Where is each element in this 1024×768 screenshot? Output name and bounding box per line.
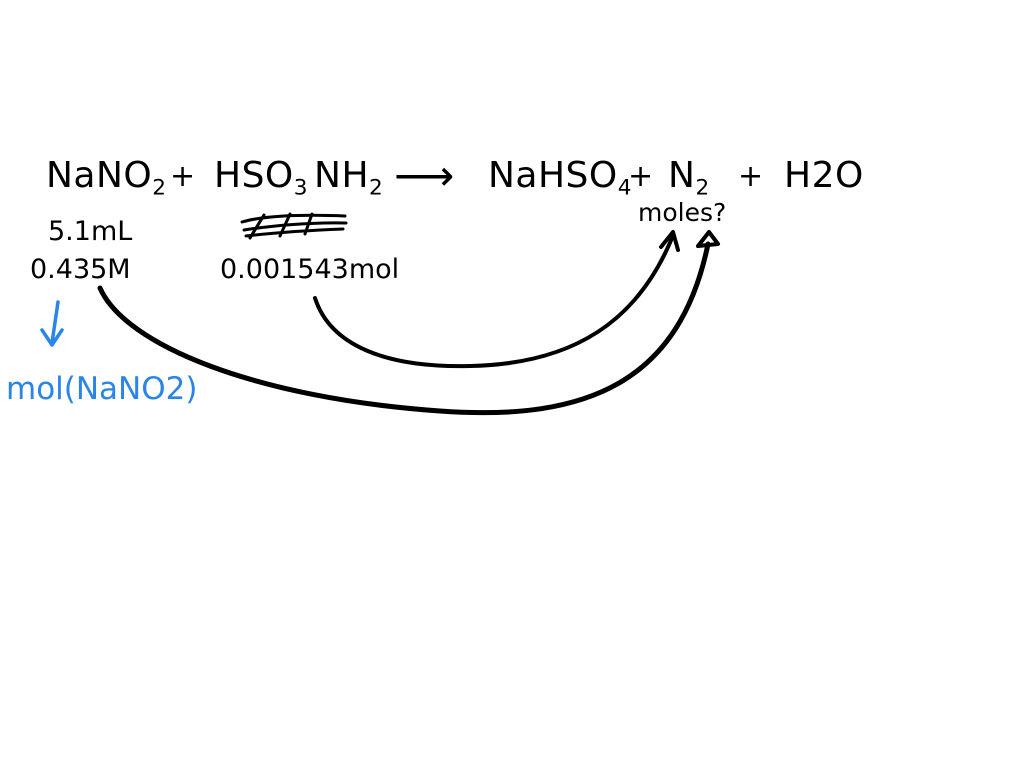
reactant-hso3nh2-sub2: 2 <box>369 175 384 201</box>
reactant-nano2: NaNO2 <box>46 158 167 199</box>
product-h2o: H2O <box>784 155 864 196</box>
product-nahso4-subscript: 4 <box>617 175 632 201</box>
mol-nano2-label: mol(NaNO2) <box>6 371 198 407</box>
crossed-out-scribble <box>240 212 348 240</box>
reactant-hso3nh2-part1: HSO <box>214 155 294 196</box>
n2-moles-question: moles? <box>638 198 727 227</box>
nano2-molarity: 0.435M <box>30 254 131 285</box>
curve-hso3nh2-to-n2 <box>313 236 674 369</box>
hso3nh2-moles: 0.001543mol <box>220 254 400 285</box>
reactant-nano2-base: NaNO <box>46 155 153 196</box>
reactant-nano2-subscript: 2 <box>152 175 167 201</box>
plus-sign-2: + <box>628 159 654 194</box>
reactant-hso3nh2-part2: NH <box>314 155 370 196</box>
curve-nano2-to-n2 <box>97 241 711 416</box>
plus-sign-3: + <box>738 159 764 194</box>
product-n2-base: N <box>668 155 696 196</box>
plus-sign-1: + <box>170 159 196 194</box>
product-n2-subscript: 2 <box>695 175 710 201</box>
reactant-hso3nh2-sub1: 3 <box>293 175 309 201</box>
blue-down-arrow <box>40 300 64 347</box>
product-n2: N2 <box>668 158 710 199</box>
nano2-volume: 5.1mL <box>48 216 133 247</box>
product-nahso4: NaHSO4 <box>488 158 632 199</box>
arrowhead-hso3nh2-to-n2 <box>659 230 680 252</box>
arrowhead-nano2-to-n2 <box>696 230 720 248</box>
reaction-arrow: ⟶ <box>394 151 455 200</box>
product-nahso4-base: NaHSO <box>488 155 618 196</box>
